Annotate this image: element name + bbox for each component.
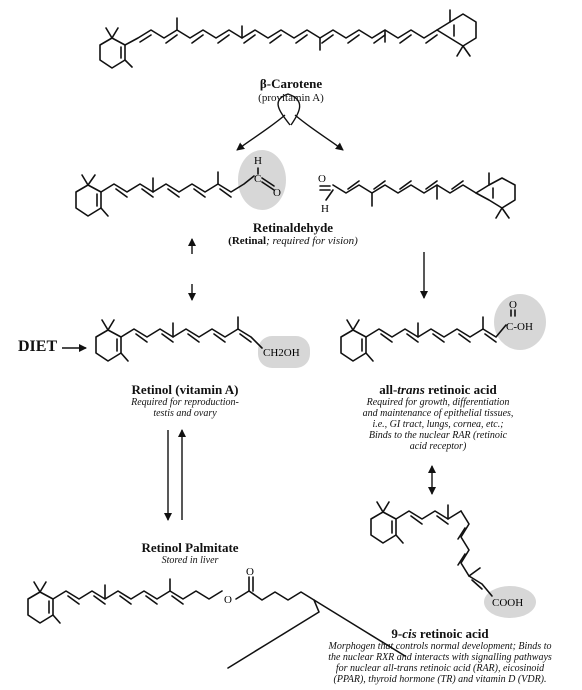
9cis-note-line-1: Morphogen that controls normal developme… bbox=[328, 641, 552, 652]
retinal-rest: ; required for vision) bbox=[266, 235, 358, 247]
9cis-prefix: 9- bbox=[391, 626, 403, 641]
9cis-note-line-4: (PPAR), thyroid hormone (TR) and vitamin… bbox=[333, 674, 547, 685]
9cis-group-label: COOH bbox=[492, 597, 523, 609]
cleaved-o-label: O bbox=[318, 173, 326, 185]
9cis-note: Morphogen that controls normal developme… bbox=[306, 641, 574, 685]
beta-prefix: β- bbox=[259, 76, 272, 91]
ch2oh-highlight bbox=[258, 336, 310, 368]
retinaldehyde-structure bbox=[75, 167, 275, 217]
palmitate-carbonyl-o-label: O bbox=[246, 566, 254, 578]
beta-carotene-structure bbox=[99, 9, 477, 69]
aldehyde-highlight bbox=[238, 150, 286, 210]
palmitate-note: Stored in liver bbox=[161, 555, 219, 566]
atra-note-line-1: Required for growth, differentiation bbox=[366, 397, 510, 408]
beta-carotene-label: β-Carotene bbox=[241, 76, 341, 92]
atra-group-label: C-OH bbox=[506, 321, 533, 333]
cleaved-h-label: H bbox=[321, 203, 329, 215]
palmitate-o-label: O bbox=[224, 594, 232, 606]
retinol-note-line-1: Required for reproduction- bbox=[131, 397, 239, 408]
retinol-note-line-2: testis and ovary bbox=[153, 408, 217, 419]
retinal-o-label: O bbox=[273, 187, 281, 199]
retinol-group-label: CH2OH bbox=[263, 347, 300, 359]
retinol-note: Required for reproduction- testis and ov… bbox=[110, 397, 260, 419]
9cis-suffix: retinoic acid bbox=[416, 626, 489, 641]
9cis-structure bbox=[370, 501, 493, 597]
atra-note-line-3: i.e., GI tract, lungs, cornea, etc.; bbox=[372, 419, 504, 430]
cooh-highlight bbox=[494, 294, 546, 350]
atra-o-label: O bbox=[509, 299, 517, 311]
retinal-cleaved-structure bbox=[319, 172, 516, 219]
retinol-structure bbox=[95, 316, 263, 362]
diet-label: DIET bbox=[18, 338, 58, 355]
retinaldehyde-subtitle: (Retinal; required for vision) bbox=[193, 235, 393, 247]
atra-note-line-5: acid receptor) bbox=[409, 441, 467, 452]
atra-prefix: all- bbox=[379, 382, 398, 397]
carotene-name: Carotene bbox=[271, 76, 323, 91]
retinol-label: Retinol (vitamin A) bbox=[131, 382, 239, 397]
atra-label: all-trans retinoic acid bbox=[350, 382, 526, 398]
retinol-palmitate-structure bbox=[27, 576, 406, 669]
atra-note-line-4: Binds to the nuclear RAR (retinoic bbox=[368, 430, 508, 441]
atra-note-line-2: and maintenance of epithelial tissues, bbox=[362, 408, 514, 419]
9cis-italic: cis bbox=[402, 626, 417, 641]
atra-note: Required for growth, differentiation and… bbox=[336, 397, 540, 452]
9cis-note-line-3: for nuclear all-trans retinoic acid (RAR… bbox=[335, 663, 545, 674]
9cis-label: 9-cis retinoic acid bbox=[370, 626, 510, 642]
retinal-h-label: H bbox=[254, 155, 262, 167]
retinaldehyde-label: Retinaldehyde bbox=[252, 220, 334, 235]
9cis-note-line-2: the nuclear RXR and interacts with signa… bbox=[328, 652, 552, 663]
reaction-arrows bbox=[62, 93, 436, 521]
atra-structure bbox=[340, 309, 516, 362]
atra-suffix: retinoic acid bbox=[424, 382, 497, 397]
retinal-c-label: C bbox=[254, 173, 261, 185]
beta-carotene-subtitle: (provitamin A) bbox=[258, 92, 324, 104]
retinal-bold: (Retinal bbox=[228, 235, 267, 247]
cooh-9cis-highlight bbox=[484, 586, 536, 618]
palmitate-label: Retinol Palmitate bbox=[141, 540, 239, 555]
atra-italic: trans bbox=[397, 382, 425, 397]
